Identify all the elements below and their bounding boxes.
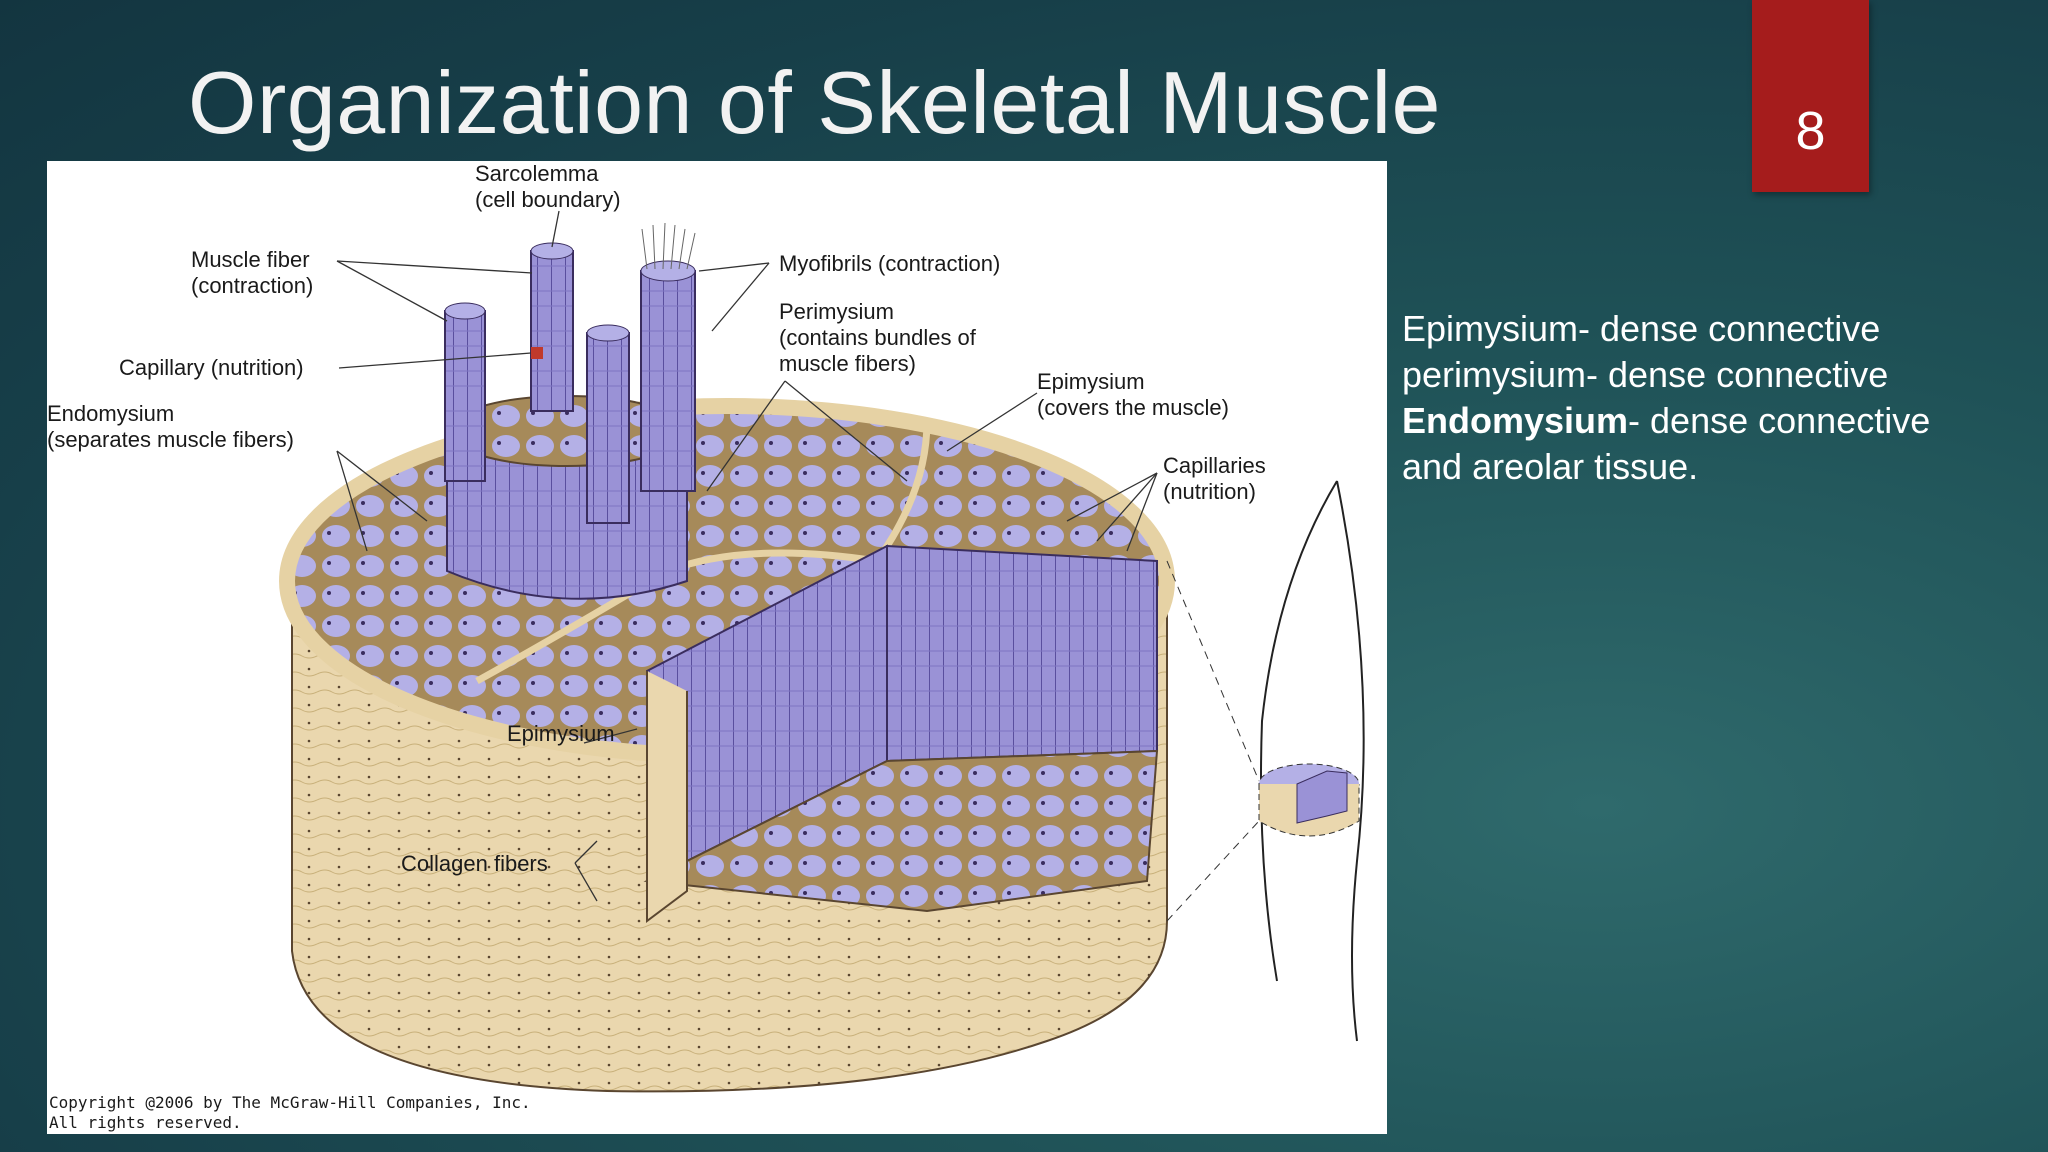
definition-line-2: perimysium- dense connective xyxy=(1402,354,1889,395)
label-sarcolemma: Sarcolemma (cell boundary) xyxy=(475,161,621,212)
label-epimysium-side: Epimysium xyxy=(507,721,615,746)
label-capillary: Capillary (nutrition) xyxy=(119,355,304,380)
label-myofibrils: Myofibrils (contraction) xyxy=(779,251,1001,276)
page-number-badge: 8 xyxy=(1752,0,1869,192)
label-muscle-fiber: Muscle fiber (contraction) xyxy=(191,247,314,298)
label-collagen-fibers: Collagen fibers xyxy=(401,851,548,876)
endomysium-term: Endomysium xyxy=(1402,400,1629,441)
muscle-illustration xyxy=(279,210,1365,1093)
muscle-diagram: Sarcolemma (cell boundary) Muscle fiber … xyxy=(47,161,1387,1134)
copyright-notice: Copyright @2006 by The McGraw-Hill Compa… xyxy=(49,1093,531,1132)
definition-text: Epimysium- dense connective perimysium- … xyxy=(1402,306,2022,490)
label-capillaries: Capillaries (nutrition) xyxy=(1163,453,1266,504)
label-perimysium: Perimysium (contains bundles of muscle f… xyxy=(779,299,976,376)
page-number: 8 xyxy=(1795,101,1826,161)
endomysium-definition: - dense connective xyxy=(1628,400,1931,441)
label-endomysium: Endomysium (separates muscle fibers) xyxy=(47,401,294,452)
definition-line-3: Endomysium- dense connective xyxy=(1402,398,2022,444)
slide-title: Organization of Skeletal Muscle xyxy=(188,53,1441,152)
label-epimysium-top: Epimysium (covers the muscle) xyxy=(1037,369,1229,420)
definition-line-4: and areolar tissue. xyxy=(1402,446,1699,487)
definition-line-1: Epimysium- dense connective xyxy=(1402,308,1881,349)
